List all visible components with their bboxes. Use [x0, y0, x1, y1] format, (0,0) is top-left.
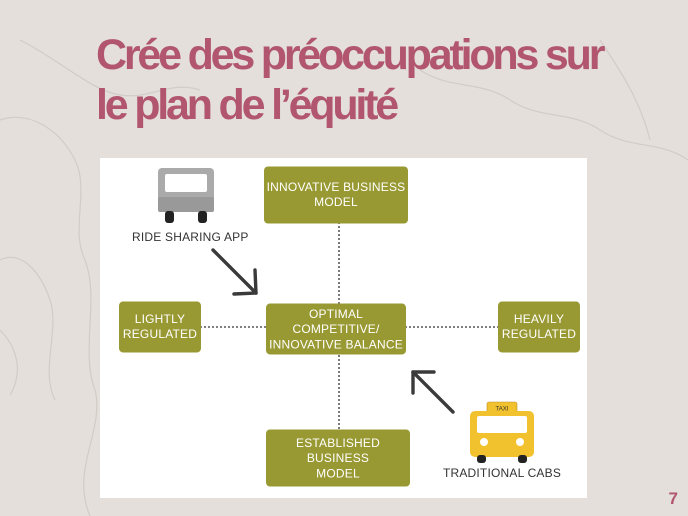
established-business-line-1: ESTABLISHED BUSINESS — [295, 435, 380, 465]
lightly-regulated-box: LIGHTLY REGULATED — [119, 301, 201, 353]
optimal-balance-line-2: INNOVATIVE BALANCE — [269, 336, 403, 351]
ride-sharing-arrow — [211, 248, 258, 296]
ride-sharing-car-icon — [158, 168, 214, 223]
optimal-balance-line-1: OPTIMAL COMPETITIVE/ — [292, 306, 380, 336]
traditional-cabs-arrow — [411, 370, 455, 414]
slide-title-line-1: Crée des préoccupations sur — [96, 31, 605, 79]
ride-sharing-app-label: RIDE SHARING APP — [132, 230, 249, 244]
page-number: 7 — [668, 489, 678, 508]
lightly-regulated-line-1: LIGHTLY — [134, 311, 186, 326]
established-business-line-2: MODEL — [316, 465, 360, 480]
innovative-business-line-1: INNOVATIVE BUSINESS — [266, 179, 406, 194]
lightly-regulated-line-2: REGULATED — [122, 327, 198, 342]
innovative-business-line-2: MODEL — [314, 195, 358, 210]
taxi-sign-text: TAXI — [496, 407, 509, 413]
slide-title: Crée des préoccupations sur le plan de l… — [96, 30, 656, 130]
traditional-cabs-label: TRADITIONAL CABS — [442, 466, 562, 480]
heavily-regulated-box: HEAVILY REGULATED — [498, 301, 580, 353]
taxi-icon — [470, 401, 534, 463]
optimal-balance-box: OPTIMAL COMPETITIVE/ INNOVATIVE BALANCE — [266, 303, 406, 355]
heavily-regulated-line-1: HEAVILY — [513, 311, 565, 326]
innovative-business-model-box: INNOVATIVE BUSINESS MODEL — [264, 166, 408, 224]
slide-title-line-2: le plan de l’équité — [96, 81, 399, 129]
heavily-regulated-line-2: REGULATED — [501, 327, 577, 342]
established-business-model-box: ESTABLISHED BUSINESS MODEL — [266, 429, 410, 487]
